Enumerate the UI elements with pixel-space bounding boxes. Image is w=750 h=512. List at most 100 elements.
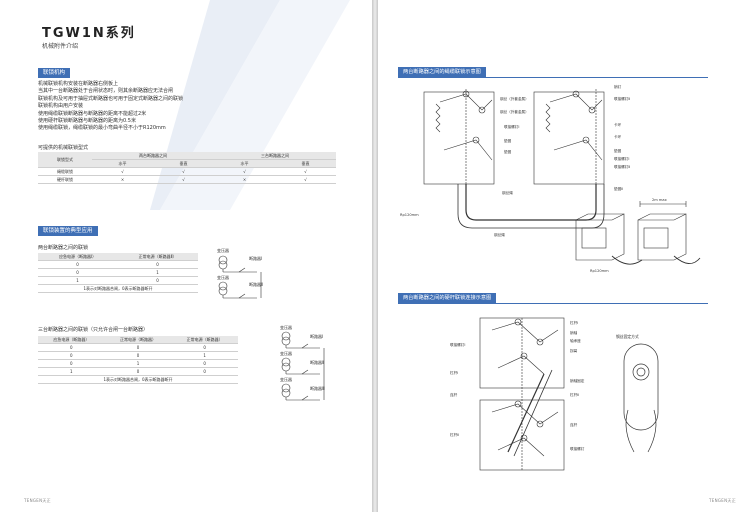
breaker-label: 断路器Ⅰ <box>249 255 262 261</box>
table-cell: √ <box>153 175 214 184</box>
table-cell: 0 <box>38 359 105 368</box>
section-tag-interlock: 联锁机构 <box>38 68 71 78</box>
part-label: 联接螺钉Ⅰ <box>614 156 629 161</box>
section-tag-typical: 联锁装置的典型应用 <box>38 226 98 236</box>
rod-interlock-diagram: 联接螺钉Ⅰ 杠杆Ⅰ 连杆 杠杆Ⅱ 杠杆Ⅰ 销轴 轴承座 拐臂 销轴固定 杠杆Ⅱ … <box>450 317 585 471</box>
title-rule <box>398 77 708 78</box>
detail-label: 钢丝固定方式 <box>616 334 639 339</box>
transformer-label: 变压器 <box>280 376 292 382</box>
row-label: 硬杆联锁 <box>38 175 92 184</box>
breaker-label: 断路器Ⅱ <box>310 359 324 365</box>
table-cell: 0 <box>38 268 118 277</box>
transformer-label: 变压器 <box>280 350 292 356</box>
interlock-types-table: 联锁型式 两台断路器之间 三台断路器之间 水平 垂直 水平 垂直 绳缆联锁 √ … <box>38 152 336 184</box>
series-title: TGW1N系列 <box>42 26 136 41</box>
series-subtitle: 机械附件介绍 <box>42 43 79 50</box>
rod-interlock-title: 两台断路器之间的硬杆联锁连接示意图 <box>398 293 497 303</box>
part-label: 销轴固定 <box>570 378 585 383</box>
cable-fixing-detail: 钢丝固定方式 <box>616 334 659 453</box>
interlock-line: 使用绳缆联锁，绳缆联锁的最小弯曲半径不小于R120mm <box>38 125 166 132</box>
transformer-label: 变压器 <box>217 274 229 280</box>
table-header: 垂直 <box>275 159 336 168</box>
table-row: 硬杆联锁 × √ × √ <box>38 175 336 184</box>
left-page: TGW1N系列 机械附件介绍 联锁机构 机械联锁机构安装在断路器右侧板上 当其中… <box>0 0 372 512</box>
transformer-label: 变压器 <box>217 247 229 253</box>
breaker-label: 断路器Ⅲ <box>310 385 325 391</box>
table-row: 1表示对断路器合闸，0表示断路器断开 <box>38 284 198 293</box>
table-cell: √ <box>214 167 275 176</box>
right-page: 两台断路器之间的绳缆联锁示意图 钢丝（外套金属） 钢丝（外套金属） 联接螺钉Ⅰ … <box>378 0 750 512</box>
types-caption: 可提供的机械联锁型式 <box>38 145 89 151</box>
table-cell: 0 <box>171 343 238 352</box>
table-cell: 0 <box>104 367 172 376</box>
interlock-line: 使用绳缆联锁断路器与断路器的距离不能超过2米 <box>38 110 147 117</box>
part-label: 垫圈 <box>504 138 512 143</box>
transformer-label: 变压器 <box>280 324 292 330</box>
footer-brand: TENGEN天正 <box>24 498 51 503</box>
part-label: 杠杆Ⅰ <box>450 370 458 375</box>
part-label: 轴承座 <box>570 338 581 343</box>
part-label: 垫圈Ⅱ <box>614 186 623 191</box>
table-header: 水平 <box>92 159 153 168</box>
part-label: 联接螺钉Ⅰ <box>450 342 465 347</box>
cabinet-interlock-diagram: 2m max Rp120mm <box>575 198 701 273</box>
table-cell: 0 <box>38 260 118 269</box>
page-spine <box>372 0 378 512</box>
table-cell: 1 <box>104 359 172 368</box>
part-label: 销轴 <box>570 330 578 335</box>
table-cell: 1 <box>38 276 118 285</box>
title-rule <box>398 303 708 304</box>
table-cell: × <box>214 175 275 184</box>
part-label: 杠杆Ⅱ <box>450 432 459 437</box>
part-label: 联接螺钉Ⅰ <box>504 124 519 129</box>
table-header: 应急电源（断路器） <box>38 336 105 344</box>
part-label: 杠杆Ⅰ <box>570 320 578 325</box>
row-label: 绳缆联锁 <box>38 167 92 176</box>
breaker-label: 断路器Ⅱ <box>249 281 263 287</box>
table-cell: × <box>92 175 153 184</box>
table-header: 正常电源（断路器） <box>171 336 238 344</box>
table-cell: 0 <box>171 367 238 376</box>
part-label: 拐臂 <box>570 348 578 353</box>
two-breaker-caption: 两台断路器之间的联锁 <box>38 245 89 251</box>
part-label: 联接螺钉 <box>570 446 585 451</box>
table-cell: √ <box>153 167 214 176</box>
table-cell: √ <box>275 175 336 184</box>
table-header: 垂直 <box>153 159 214 168</box>
table-cell: 1 <box>38 367 105 376</box>
part-label: 垫圈 <box>504 149 512 154</box>
part-label: 杠杆Ⅱ <box>570 392 579 397</box>
part-label: 卡环 <box>614 134 622 139</box>
two-breaker-diagram: 变压器 变压器 断路器Ⅰ 断路器Ⅱ <box>217 247 263 299</box>
part-label: 连杆 <box>570 422 578 427</box>
table-note: 1表示对断路器合闸，0表示断路器断开 <box>38 284 198 293</box>
part-label: 卡环 <box>614 122 622 127</box>
table-row: 1表示对断路器合闸，0表示断路器断开 <box>38 375 238 384</box>
table-cell: 0 <box>117 260 198 269</box>
table-cell: 0 <box>171 359 238 368</box>
table-cell: √ <box>275 167 336 176</box>
part-label: 销钉 <box>614 84 622 89</box>
part-label: 垫圈 <box>614 148 622 153</box>
interlock-line: 使用硬杆联锁断路器与断路器的距离为0.5米 <box>38 118 136 125</box>
table-cell: 1 <box>171 351 238 360</box>
part-label: 连杆 <box>450 392 458 397</box>
table-header: 三台断路器之间 <box>214 152 336 160</box>
table-cell: 0 <box>38 343 105 352</box>
table-cell: √ <box>92 167 153 176</box>
bend-radius-label: Rp120mm <box>400 213 419 217</box>
breaker-label: 断路器Ⅰ <box>310 333 323 339</box>
table-row: 绳缆联锁 √ √ √ √ <box>38 167 336 176</box>
bend-radius-label: Rp120mm <box>590 269 609 273</box>
table-cell: 0 <box>38 351 105 360</box>
part-label: 联接螺钉Ⅱ <box>614 96 630 101</box>
table-cell: 0 <box>117 276 198 285</box>
